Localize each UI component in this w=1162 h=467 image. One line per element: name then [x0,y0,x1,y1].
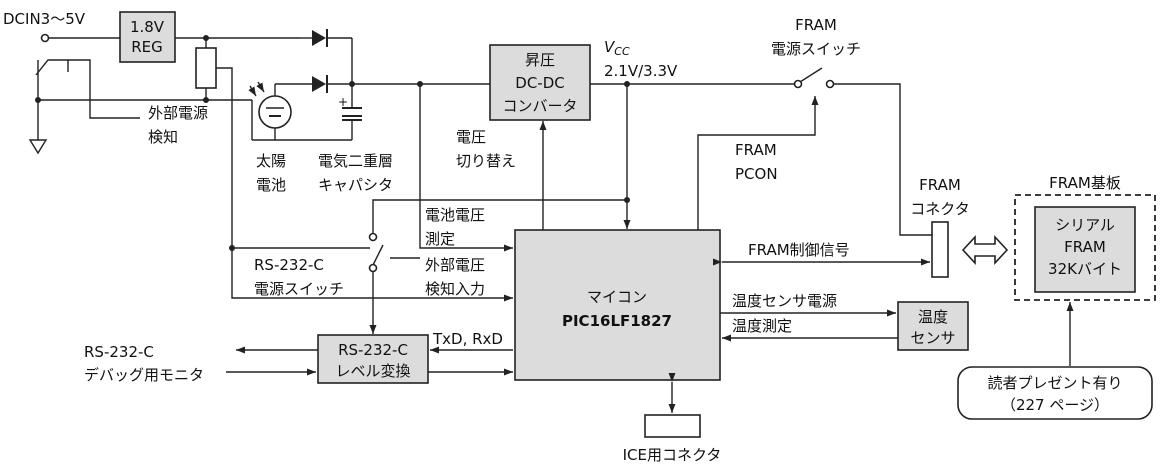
capacitor-label-1: 電気二重層 [318,152,393,170]
fram-pcon-label-2: PCON [735,165,778,183]
voltage-switch-label-2: 切り替え [456,152,516,170]
fram-control-label: FRAM制御信号 [748,241,850,259]
mcu-label-2: PIC16LF1827 [562,312,672,330]
level-converter-label-1: RS-232-C [338,341,408,359]
solar-label-1: 太陽 [256,152,286,170]
fram-switch-label-1: FRAM [795,16,837,34]
boost-label-1: 昇圧 [525,51,555,69]
dcin-terminal [40,33,50,43]
double-layer-capacitor: + [338,84,362,140]
regulator-block: 1.8V REG [119,11,300,63]
fram-chip-label-1: シリアル [1055,216,1115,234]
fram-connector [931,221,1009,278]
fram-connector-box [931,221,949,278]
diode-bottom [275,75,490,93]
resistor-body [195,47,217,89]
capacitor-plus-sign: + [338,95,348,109]
ground-symbol [28,139,48,155]
dc-input-section: DCIN3～5V [3,10,252,155]
present-callout-box [957,366,1153,420]
boost-label-2: DC-DC [515,74,564,92]
regulator-box [119,11,176,63]
bidirectional-arrow [961,234,1009,266]
fram-switch-label-2: 電源スイッチ [771,40,861,58]
level-converter-label-2: レベル変換 [335,362,410,380]
temp-sensor-box [897,301,969,351]
fram-connector-label-1: FRAM [919,176,961,194]
ext-input-label-2: 検知入力 [425,280,485,298]
ext-input-label-1: 外部電圧 [425,256,485,274]
solar-cell-symbol [258,95,292,129]
level-converter: RS-232-C レベル変換 [226,334,513,384]
temperature-sensor: 温度 センサ [720,301,969,351]
fram-board: シリアル FRAM 32Kバイト [1014,194,1156,366]
vcc-values: 2.1V/3.3V [604,62,678,80]
fram-power-switch [697,67,932,236]
level-converter-box [317,334,429,384]
solar-cell [248,81,352,141]
regulator-label-2: REG [131,38,163,56]
regulator-label-1: 1.8V [130,18,165,36]
fram-connector-label-2: コネクタ [910,200,969,218]
temp-sensor-label-1: 温度 [918,308,948,326]
capacitor-label-2: キャパシタ [318,176,393,194]
ice-connector-label: ICE用コネクタ [623,446,722,464]
detect-resistor [195,35,370,251]
dcin-label: DCIN3～5V [3,10,86,28]
rs232-power-switch [231,197,630,334]
fram-board-title: FRAM基板 [1049,174,1121,192]
dc-jack-contact [35,59,69,76]
mcu-label-1: マイコン [587,288,647,306]
fram-chip-box [1034,206,1136,293]
batt-measure-label-2: 測定 [425,230,455,248]
resistor-tap-line [216,67,370,249]
solar-label-2: 電池 [256,176,286,194]
ice-connector-box [644,414,701,438]
present-label-2: （227 ページ） [1001,396,1109,414]
vcc-symbol: VCC [604,38,630,58]
fram-chip-label-3: 32Kバイト [1048,260,1122,278]
diode-top [300,29,353,84]
temp-measure-label: 温度測定 [732,317,792,335]
boost-converter-box [489,44,591,121]
boost-label-3: コンバータ [502,97,577,115]
fram-board-outline [1014,194,1156,301]
ext-detect-label-1: 外部電源 [148,104,208,122]
temp-power-label: 温度センサ電源 [732,292,837,310]
ice-connector [644,373,701,438]
ext-detect-label-2: 検知 [148,128,178,146]
present-label-1: 読者プレゼント有り [987,374,1122,392]
boost-converter: 昇圧 DC-DC コンバータ [489,44,795,230]
debug-monitor-label-1: RS-232-C [84,343,154,361]
batt-measure-label-1: 電池電圧 [425,206,485,224]
jack-switch-line [68,59,140,119]
fram-pcon-label-1: FRAM [735,141,777,159]
txd-rxd-label: TxD, RxD [432,330,503,348]
rs-switch-label-1: RS-232-C [254,256,324,274]
present-callout: 読者プレゼント有り （227 ページ） [957,366,1153,420]
debug-monitor-label-2: デバッグ用モニタ [84,366,204,384]
fram-chip-label-2: FRAM [1064,238,1106,256]
temp-sensor-label-2: センサ [910,329,955,347]
rs-switch-label-2: 電源スイッチ [254,280,344,298]
voltage-switch-label-1: 電圧 [456,128,486,146]
mcu-box [514,229,721,381]
mcu-block: マイコン PIC16LF1827 [514,229,721,381]
